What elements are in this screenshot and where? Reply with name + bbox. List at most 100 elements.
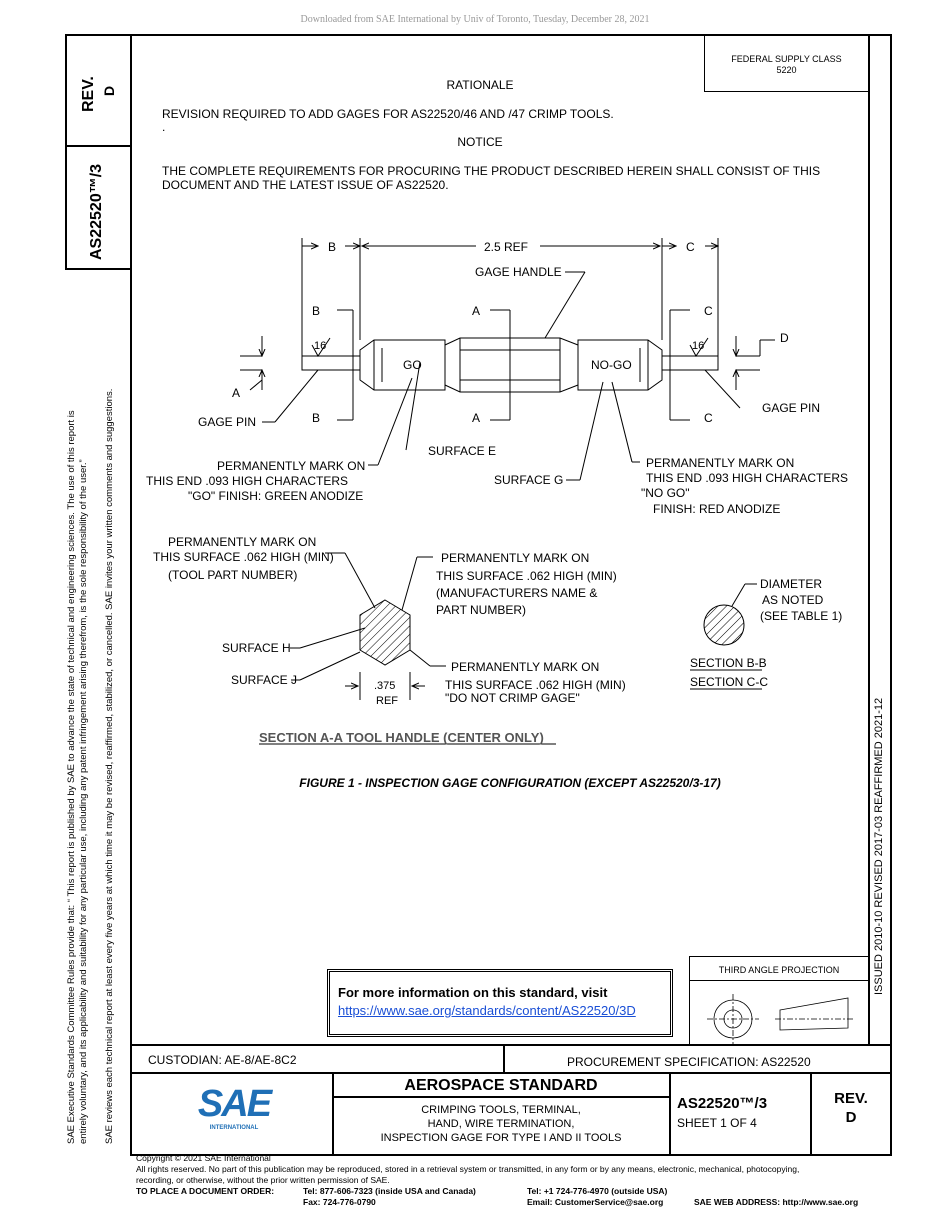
label-surface-h: SURFACE H [222, 641, 291, 655]
label-go: GO [403, 358, 422, 372]
pm3-line-1: PERMANENTLY MARK ON [451, 660, 599, 674]
finish-16-right: 16 [692, 340, 704, 352]
pm3-line-2: THIS SURFACE .062 HIGH (MIN) [445, 678, 626, 692]
label-a-lower: A [472, 411, 480, 425]
label-surface-g: SURFACE G [494, 473, 563, 487]
standard-type-title: AEROSPACE STANDARD [404, 1077, 598, 1094]
label-gage-pin-right: GAGE PIN [762, 401, 820, 415]
rationale-dot: . [162, 120, 166, 134]
left-rev-value: D [101, 85, 117, 96]
nogo-note-1: PERMANENTLY MARK ON [646, 456, 794, 470]
pm1-line-1: PERMANENTLY MARK ON [168, 535, 316, 549]
fax: Fax: 724-776-0790 [303, 1197, 376, 1207]
section-aa-title: SECTION A-A TOOL HANDLE (CENTER ONLY) [259, 730, 544, 745]
left-id-divider [65, 145, 131, 147]
label-c-lower: C [704, 411, 713, 425]
projection-divider [689, 980, 869, 981]
title-block-title-divider [332, 1096, 670, 1098]
notice-text-2: DOCUMENT AND THE LATEST ISSUE OF AS22520… [162, 178, 449, 192]
federal-supply-label: FEDERAL SUPPLY CLASS [731, 54, 842, 64]
label-gage-pin-left: GAGE PIN [198, 415, 256, 429]
sae-logo-sub: INTERNATIONAL [209, 1125, 259, 1131]
notice-text-1: THE COMPLETE REQUIREMENTS FOR PROCURING … [162, 164, 821, 178]
section-bb: SECTION B-B [690, 656, 767, 670]
label-b-upper: B [312, 304, 320, 318]
tel-usa: Tel: 877-606-7323 (inside USA and Canada… [303, 1186, 476, 1196]
federal-supply-box [704, 34, 869, 92]
finish-16-left: 16 [314, 340, 326, 352]
disclaimer-line-2: entirely voluntary, and its applicabilit… [78, 459, 89, 1144]
info-box [327, 969, 673, 1037]
dim-375: .375 [374, 680, 395, 692]
go-note-1: PERMANENTLY MARK ON [217, 459, 365, 473]
tel-outside: Tel: +1 724-776-4970 (outside USA) [527, 1186, 668, 1196]
sheet-number: SHEET 1 OF 4 [677, 1116, 757, 1130]
title-rev-label: REV. [834, 1090, 868, 1107]
pm1-line-3: (TOOL PART NUMBER) [168, 568, 297, 582]
label-nogo: NO-GO [591, 358, 632, 372]
dia-line-2: AS NOTED [762, 593, 824, 607]
doc-description-3: INSPECTION GAGE FOR TYPE I AND II TOOLS [380, 1132, 622, 1144]
doc-description-1: CRIMPING TOOLS, TERMINAL, [421, 1104, 581, 1116]
projection-symbol-icon [707, 994, 855, 1044]
notice-heading: NOTICE [457, 135, 503, 149]
label-d: D [780, 331, 789, 345]
title-block-col-1 [332, 1074, 334, 1156]
dia-line-1: DIAMETER [760, 577, 822, 591]
procurement-spec: PROCUREMENT SPECIFICATION: AS22520 [567, 1055, 811, 1069]
nogo-note-3: "NO GO" [641, 486, 690, 500]
email[interactable]: Email: CustomerService@sae.org [527, 1197, 664, 1207]
standard-link[interactable]: https://www.sae.org/standards/content/AS… [338, 1003, 636, 1018]
projection-label: THIRD ANGLE PROJECTION [718, 965, 840, 975]
label-surface-j: SURFACE J [231, 673, 297, 687]
custodian: CUSTODIAN: AE-8/AE-8C2 [148, 1053, 297, 1067]
pm1-line-2: THIS SURFACE .062 HIGH (MIN) [153, 550, 334, 564]
left-doc-id: AS22520™/3 [88, 163, 105, 260]
web-address[interactable]: SAE WEB ADDRESS: http://www.sae.org [694, 1197, 859, 1207]
nogo-note-4: FINISH: RED ANODIZE [653, 502, 780, 516]
go-note-2: THIS END .093 HIGH CHARACTERS [146, 474, 348, 488]
doc-description-2: HAND, WIRE TERMINATION, [427, 1118, 575, 1130]
rights-line-2: recording, or otherwise, without the pri… [136, 1175, 390, 1185]
disclaimer-line-1: SAE Executive Standards Committee Rules … [66, 410, 77, 1144]
left-id-box [65, 34, 131, 270]
label-a-left: A [232, 386, 240, 400]
pm2-line-1: PERMANENTLY MARK ON [441, 551, 589, 565]
dim-c-top: C [686, 240, 695, 254]
dia-line-3: (SEE TABLE 1) [760, 609, 842, 623]
left-rev-label: REV. [80, 76, 97, 112]
label-surface-e: SURFACE E [428, 444, 496, 458]
go-note-3: "GO" FINISH: GREEN ANODIZE [188, 489, 363, 503]
revision-history: ISSUED 2010-10 REVISED 2017-03 REAFFIRME… [873, 697, 885, 995]
order-label: TO PLACE A DOCUMENT ORDER: [136, 1186, 275, 1196]
title-block-col-3 [810, 1074, 812, 1156]
rationale-text: REVISION REQUIRED TO ADD GAGES FOR AS225… [162, 107, 614, 121]
title-block [130, 1046, 892, 1156]
dim-ref: 2.5 REF [484, 240, 528, 254]
federal-supply-value: 5220 [776, 65, 797, 75]
label-b-lower: B [312, 411, 320, 425]
copyright: Copyright © 2021 SAE International [136, 1153, 271, 1163]
pm2-line-2: THIS SURFACE .062 HIGH (MIN) [436, 569, 617, 583]
download-notice: Downloaded from SAE International by Uni… [300, 14, 650, 25]
section-cc: SECTION C-C [690, 675, 768, 689]
figure-caption: FIGURE 1 - INSPECTION GAGE CONFIGURATION… [299, 776, 721, 790]
dim-375-ref: REF [376, 695, 398, 707]
rationale-heading: RATIONALE [446, 78, 514, 92]
disclaimer-line-3: SAE reviews each technical report at lea… [104, 388, 115, 1144]
main-frame [130, 34, 892, 1046]
title-block-row-divider [130, 1072, 892, 1074]
sae-logo: SAE [197, 1083, 272, 1125]
pm2-line-3: (MANUFACTURERS NAME & [436, 586, 597, 600]
doc-id: AS22520™/3 [677, 1095, 768, 1112]
rights-line-1: All rights reserved. No part of this pub… [136, 1164, 800, 1174]
pm2-line-4: PART NUMBER) [436, 603, 526, 617]
label-gage-handle: GAGE HANDLE [475, 265, 562, 279]
label-c-upper: C [704, 304, 713, 318]
projection-box [689, 956, 869, 1045]
title-rev-value: D [845, 1109, 857, 1126]
pm3-line-3: "DO NOT CRIMP GAGE" [445, 691, 580, 705]
title-block-col-divider-top [503, 1046, 505, 1073]
info-box-text: For more information on this standard, v… [338, 985, 608, 1000]
label-a-upper: A [472, 304, 480, 318]
